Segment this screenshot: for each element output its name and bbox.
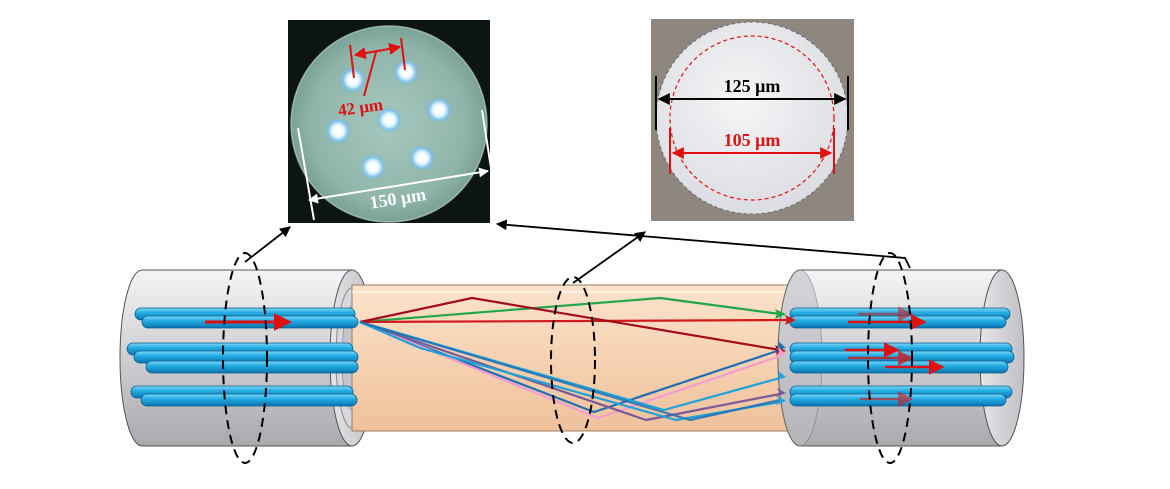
ray-arrowheads [775,309,796,405]
ray-purple [359,320,781,422]
cross-section-ring-left [222,252,268,464]
cross-section-rings [222,252,913,464]
light-rays [359,296,791,422]
outer-diameter-label-right: 125 μm [724,76,781,96]
micrograph-left: 42 μm 150 μm [288,20,497,223]
micrograph-right: 125 μm 105 μm [651,19,854,221]
input-fiber [145,360,359,374]
output-signal-arrows [845,306,945,407]
input-fiber-bundle [126,307,359,407]
core-diameter-dimension [669,128,835,174]
ray-darkred [359,296,781,352]
core-boundary [669,35,835,201]
ray-red [359,318,791,324]
input-fiber [140,393,358,407]
cross-section-ring-right [867,252,913,464]
cross-section-ring-middle [550,276,596,444]
core-diameter-label: 105 μm [724,130,781,150]
outer-diameter-dimension-left [297,109,497,221]
ray-blue-2 [359,320,781,422]
core-spacing-dimension [349,37,406,97]
ray-green [359,296,781,324]
fiber-end-face-right [656,22,848,214]
callout-arrows [244,219,911,284]
outer-diameter-dimension-right [655,76,849,130]
